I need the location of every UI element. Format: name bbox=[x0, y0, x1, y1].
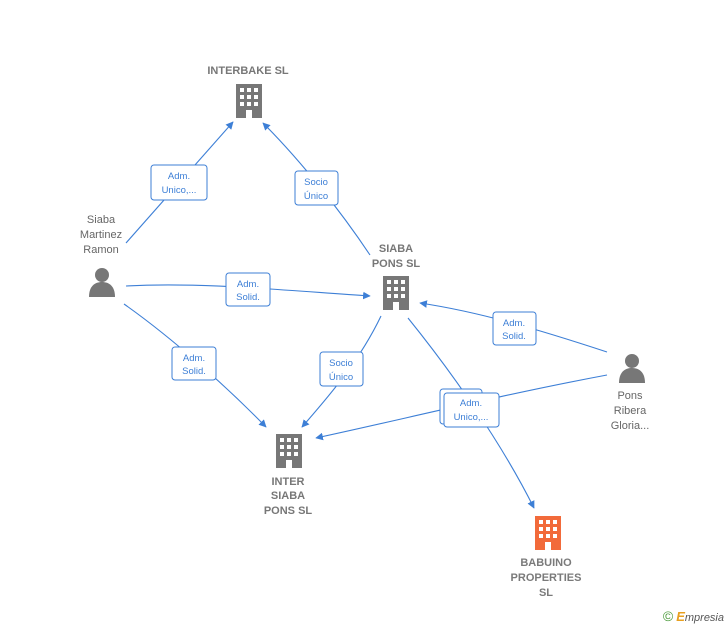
edge-label-line1: Adm. bbox=[237, 279, 259, 290]
person-label-line2: Martinez bbox=[80, 229, 122, 241]
edge-label-line2: Unico,... bbox=[454, 412, 489, 423]
building-icon bbox=[236, 84, 262, 118]
edge-label-line1: Adm. bbox=[168, 171, 190, 182]
company-label-line1: BABUINO bbox=[520, 557, 572, 569]
person-icon bbox=[89, 268, 115, 297]
person-label-line3: Ramon bbox=[83, 244, 118, 256]
person-label-line2: Ribera bbox=[614, 405, 647, 417]
edge-label-line2: Único bbox=[304, 191, 328, 202]
brand-watermark: ©Empresia bbox=[663, 608, 724, 624]
company-node-interbake[interactable]: INTERBAKE SL bbox=[207, 65, 289, 118]
edge-label-line1: Socio bbox=[304, 177, 328, 188]
company-label-line1: INTER bbox=[272, 476, 305, 488]
company-node-siaba-pons[interactable]: SIABA PONS SL bbox=[372, 243, 421, 310]
company-label-line3: SL bbox=[539, 587, 553, 599]
edge-label-adm-solid-2[interactable]: Adm. Solid. bbox=[171, 346, 217, 381]
edge-label-line2: Solid. bbox=[236, 292, 260, 303]
edge-label-line2: Solid. bbox=[502, 331, 526, 342]
company-label-line3: PONS SL bbox=[264, 505, 313, 517]
building-icon bbox=[535, 516, 561, 550]
copyright-symbol: © bbox=[662, 608, 674, 624]
edge-label-line2: Único bbox=[329, 372, 353, 383]
building-icon bbox=[383, 276, 409, 310]
company-node-inter-siaba-pons[interactable]: INTER SIABA PONS SL bbox=[264, 434, 313, 517]
edge-label-line1: Adm. bbox=[503, 318, 525, 329]
edge-label-socio-unico-2[interactable]: Socio Único bbox=[319, 351, 364, 387]
building-icon bbox=[276, 434, 302, 468]
edge-label-socio-unico-1[interactable]: Socio Único bbox=[294, 170, 339, 206]
edge-labels: Adm. Unico,... Socio Único Adm. Solid. A… bbox=[150, 164, 537, 428]
company-label-line2: PONS SL bbox=[372, 258, 421, 270]
person-label-line1: Siaba bbox=[87, 214, 116, 226]
brand-initial: E bbox=[676, 609, 685, 624]
edge-label-line2: Solid. bbox=[182, 366, 206, 377]
person-node-siaba-martinez-ramon[interactable]: Siaba Martinez Ramon bbox=[80, 214, 122, 297]
edge-label-adm-solid-3[interactable]: Adm. Solid. bbox=[492, 311, 537, 346]
edge-label-adm-solid-1[interactable]: Adm. Solid. bbox=[225, 272, 271, 307]
company-label-line2: SIABA bbox=[271, 490, 305, 502]
company-label-line1: SIABA bbox=[379, 243, 413, 255]
company-label: INTERBAKE SL bbox=[207, 65, 289, 77]
edge-label-line1: Adm. bbox=[183, 353, 205, 364]
person-node-pons-ribera-gloria[interactable]: Pons Ribera Gloria... bbox=[611, 354, 650, 432]
person-label-line1: Pons bbox=[617, 390, 643, 402]
person-icon bbox=[619, 354, 645, 383]
company-label-line2: PROPERTIES bbox=[511, 572, 582, 584]
edge-label-adm-unico-2[interactable]: Adm. Unico,... bbox=[439, 388, 500, 428]
edge-label-adm-unico-1[interactable]: Adm. Unico,... bbox=[150, 164, 208, 201]
edge-label-line1: Socio bbox=[329, 358, 353, 369]
brand-name: mpresia bbox=[684, 612, 724, 624]
edge-label-line1: Adm. bbox=[460, 398, 482, 409]
person-label-line3: Gloria... bbox=[611, 420, 650, 432]
edge-label-line2: Unico,... bbox=[162, 185, 197, 196]
company-node-babuino-properties[interactable]: BABUINO PROPERTIES SL bbox=[511, 516, 582, 599]
